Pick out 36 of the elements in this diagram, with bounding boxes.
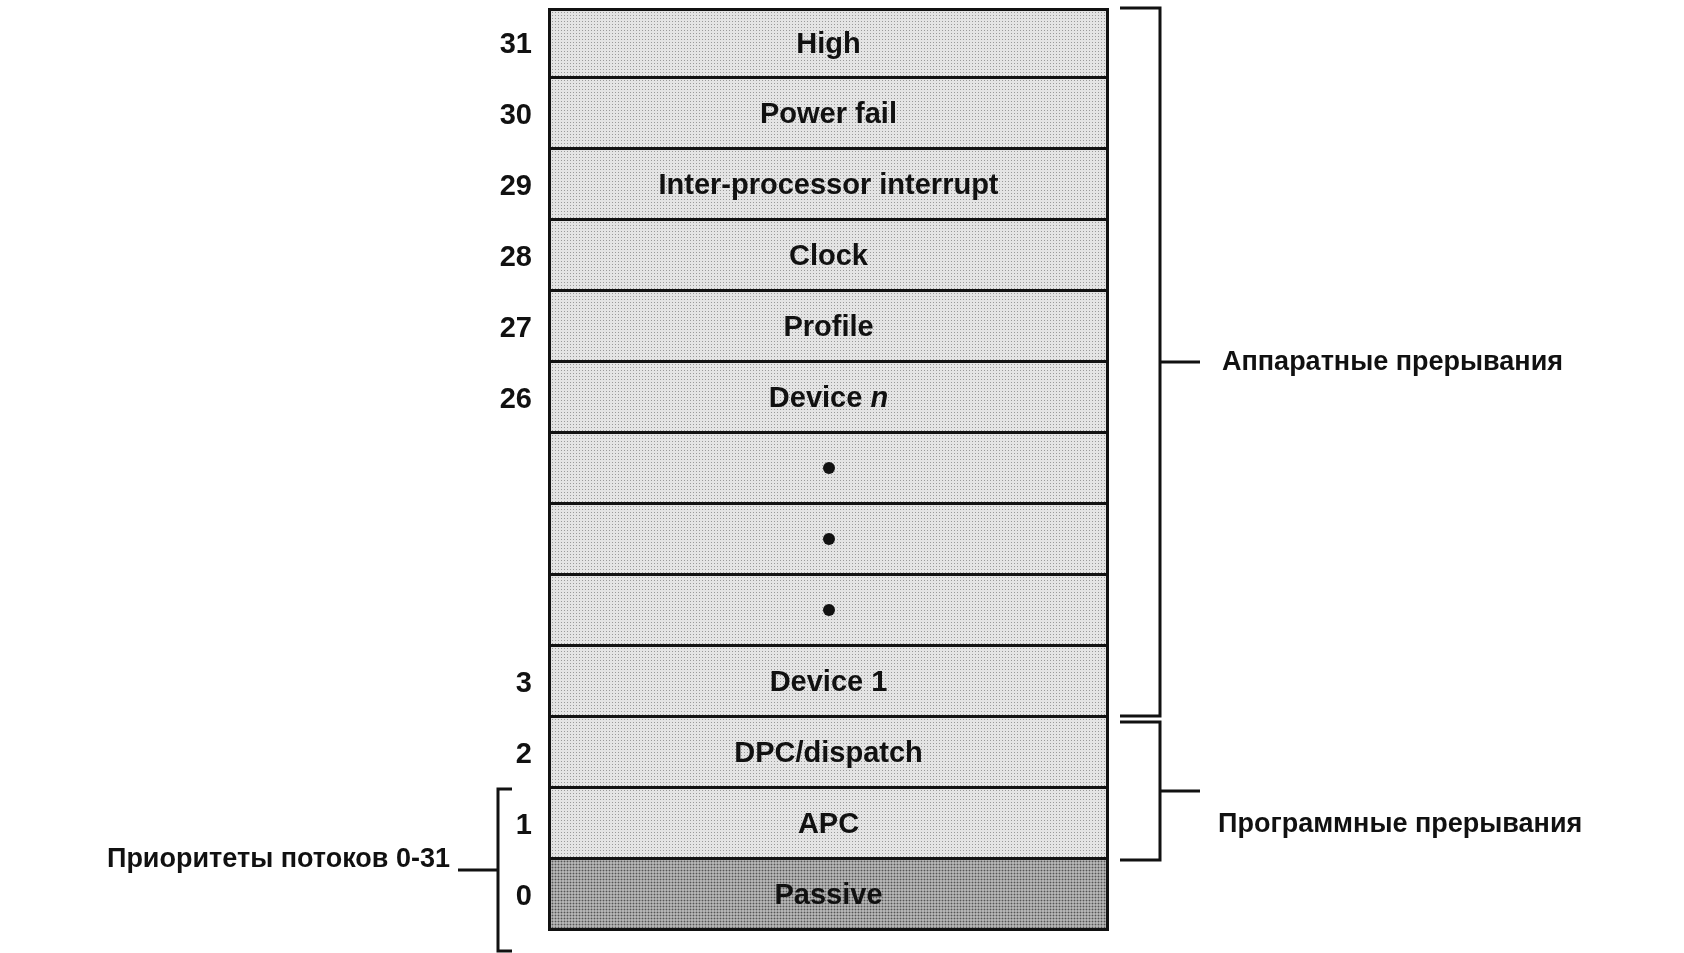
level-box [548, 502, 1109, 576]
level-box [548, 147, 1109, 221]
level-number: 31 [498, 26, 532, 60]
level-name: High [796, 27, 861, 60]
group-label: Программные прерывания [1218, 807, 1583, 839]
level-name: APC [797, 806, 860, 840]
level-name: Passive [774, 877, 883, 911]
level-box [548, 431, 1109, 505]
level-box [548, 289, 1109, 363]
level-number: 29 [498, 168, 532, 202]
level-box [548, 360, 1109, 434]
level-box [548, 857, 1109, 931]
level-name: DPC/dispatch [734, 735, 923, 769]
group-label: Аппаратные прерывания [1222, 346, 1564, 377]
level-number: 0 [514, 878, 532, 912]
level-box [548, 786, 1109, 860]
level-number: 28 [498, 239, 532, 273]
level-name: Clock [789, 238, 868, 272]
level-number: 27 [498, 310, 532, 344]
level-name: Device 1 [769, 664, 888, 698]
level-box [548, 8, 1109, 79]
level-box [548, 573, 1109, 647]
level-number: 2 [514, 736, 532, 770]
group-label: Приоритеты потоков 0-31 [106, 843, 450, 874]
level-box [548, 715, 1109, 789]
level-number: 3 [514, 665, 532, 699]
level-box [548, 218, 1109, 292]
level-name: Profile [783, 309, 874, 343]
level-box [548, 644, 1109, 718]
level-number: 1 [514, 807, 532, 841]
level-number: 26 [498, 381, 532, 415]
level-box [548, 76, 1109, 150]
level-name: Inter-processor interrupt [658, 167, 999, 201]
level-name: Power fail [760, 96, 897, 130]
level-name: Device n [768, 380, 889, 414]
level-number: 30 [498, 97, 532, 131]
